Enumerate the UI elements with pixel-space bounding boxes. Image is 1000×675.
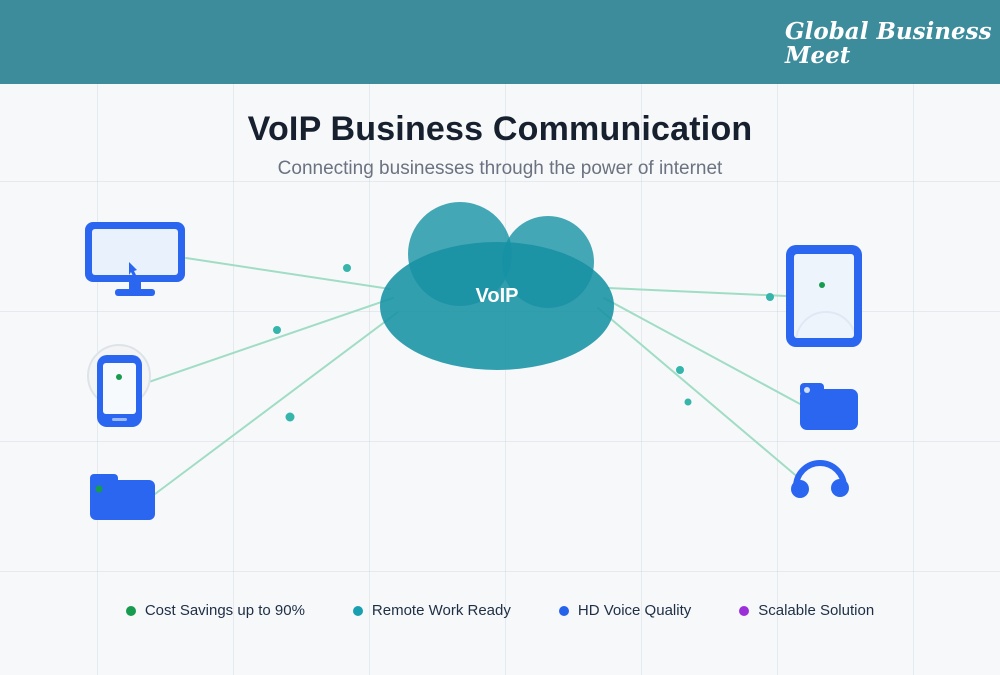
network-dot — [273, 326, 281, 334]
legend-dot-purple — [739, 605, 750, 616]
legend-label: Scalable Solution — [758, 602, 875, 619]
legend: Cost Savings up to 90% Remote Work Ready… — [0, 602, 1000, 619]
voip-network-diagram: VoIP — [85, 202, 862, 520]
folder-icon-right — [800, 383, 858, 430]
smartphone-icon — [87, 344, 151, 427]
legend-dot-green — [125, 605, 136, 616]
network-dot — [676, 366, 684, 374]
tablet-icon — [786, 245, 862, 347]
line-cloud-to-folder-left — [154, 311, 399, 495]
legend-label: Remote Work Ready — [371, 602, 511, 619]
cursor-icon — [129, 262, 137, 276]
brand-logo: Global Business Meet — [785, 20, 992, 68]
headset-icon — [791, 460, 849, 498]
folder-icon-left — [90, 474, 155, 520]
connection-lines — [142, 257, 801, 495]
network-dot — [684, 398, 692, 406]
network-dot — [285, 412, 295, 422]
brand-logo-line2: Meet — [785, 42, 851, 69]
cloud-label: VoIP — [476, 285, 519, 307]
network-dots — [273, 264, 774, 422]
status-dot — [819, 282, 825, 288]
legend-dot-teal — [352, 605, 363, 616]
legend-item-cost-savings: Cost Savings up to 90% — [125, 602, 305, 619]
legend-item-scalable: Scalable Solution — [739, 602, 874, 619]
line-cloud-to-folder-right — [603, 297, 801, 405]
header-bar: Global Business Meet — [0, 0, 1000, 84]
legend-item-hd-voice: HD Voice Quality — [558, 602, 692, 619]
legend-dot-blue — [558, 605, 569, 616]
brand-logo-line1: Global Business — [785, 18, 992, 45]
line-cloud-to-monitor — [185, 257, 391, 290]
network-dot — [766, 293, 774, 301]
page-title: VoIP Business Communication — [247, 110, 753, 148]
infographic-canvas: VoIP Business Communication Connecting b… — [0, 84, 1000, 675]
line-cloud-to-smartphone — [142, 297, 394, 385]
status-dot — [95, 485, 103, 493]
line-cloud-to-headset — [597, 307, 801, 480]
legend-label: HD Voice Quality — [577, 602, 692, 619]
page-subtitle: Connecting businesses through the power … — [277, 158, 723, 179]
legend-item-remote-work: Remote Work Ready — [352, 602, 511, 619]
status-dot — [116, 374, 122, 380]
desktop-monitor-icon — [85, 222, 185, 296]
network-dot — [343, 264, 351, 272]
voip-cloud: VoIP — [380, 202, 614, 370]
legend-label: Cost Savings up to 90% — [144, 602, 305, 619]
line-cloud-to-tablet — [607, 287, 787, 297]
